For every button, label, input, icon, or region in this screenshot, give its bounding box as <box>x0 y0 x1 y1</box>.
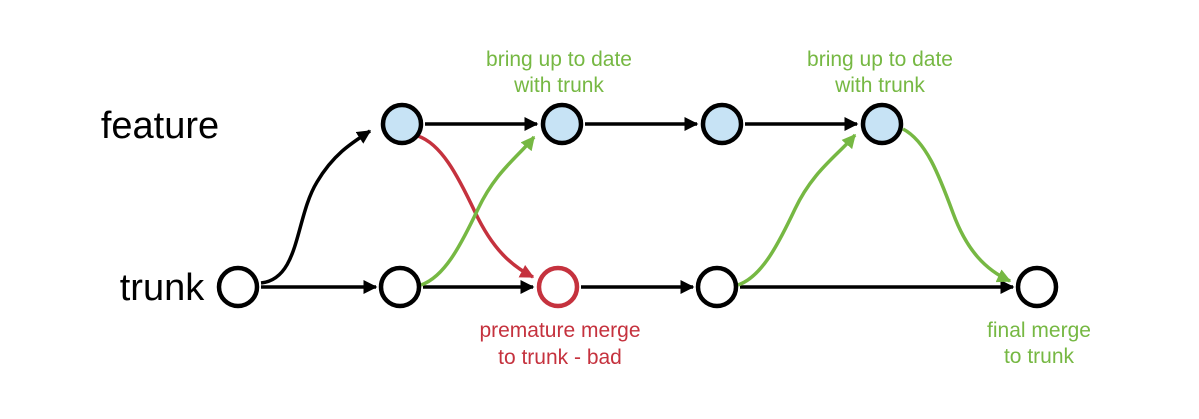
bring-up-to-date-label-1-line2: with trunk <box>513 74 604 97</box>
feature-commit-node-4 <box>860 102 904 146</box>
trunk-final-merge-node <box>1015 265 1059 309</box>
update-from-trunk-curve-2 <box>737 133 857 287</box>
update-from-trunk-curve-1 <box>420 135 536 287</box>
trunk-premature-merge-node <box>536 265 580 309</box>
feature-commit-node-2 <box>540 102 584 146</box>
trunk-commit-node-4 <box>695 265 739 309</box>
premature-merge-label-line1: premature merge <box>479 319 640 342</box>
trunk-commit-node-1 <box>216 265 260 309</box>
feature-lane-label: feature <box>101 105 219 147</box>
bring-up-to-date-label-2-line2: with trunk <box>834 74 925 97</box>
premature-merge-label-line2: to trunk - bad <box>498 346 622 369</box>
trunk-lane-label: trunk <box>120 267 205 309</box>
trunk-commit-node-2 <box>378 265 422 309</box>
feature-commit-node-3 <box>700 102 744 146</box>
final-merge-label-line1: final merge <box>987 319 1091 342</box>
bring-up-to-date-label-2-line1: bring up to date <box>807 48 953 71</box>
final-merge-curve <box>902 127 1012 283</box>
feature-commit-node-1 <box>380 102 424 146</box>
branch-from-trunk-curve <box>260 129 372 285</box>
bring-up-to-date-label-1-line1: bring up to date <box>486 48 632 71</box>
final-merge-label-line2: to trunk <box>1004 345 1075 368</box>
